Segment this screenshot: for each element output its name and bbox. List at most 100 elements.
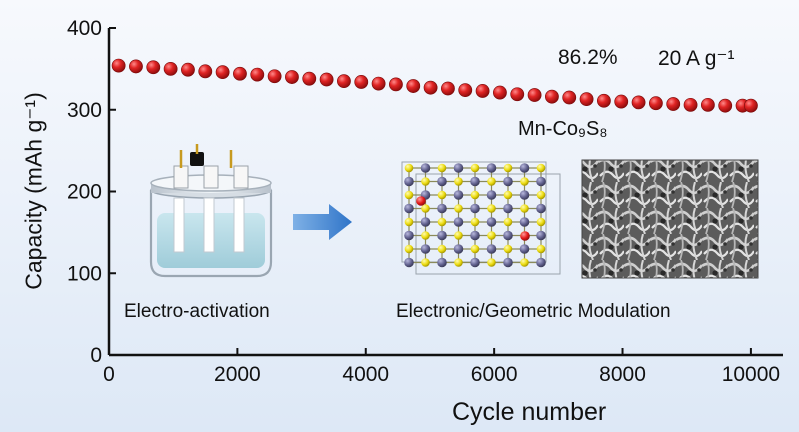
sulfur-atom — [437, 217, 447, 227]
manganese-atom — [520, 231, 530, 241]
sulfur-atom — [487, 258, 496, 267]
sulfur-atom — [470, 217, 480, 227]
data-point — [285, 70, 299, 84]
data-point — [666, 97, 681, 111]
cobalt-atom — [453, 163, 464, 173]
y-tick-label: 300 — [67, 99, 102, 122]
cobalt-atom — [420, 244, 431, 254]
cobalt-atom — [536, 176, 546, 187]
sulfur-atom — [520, 204, 529, 213]
cobalt-atom — [453, 190, 464, 200]
data-point — [744, 98, 758, 113]
sulfur-atom — [421, 204, 430, 213]
cobalt-atom — [536, 230, 546, 241]
cobalt-atom — [470, 230, 480, 241]
sulfur-atom — [454, 258, 463, 267]
sulfur-atom — [421, 258, 430, 267]
cobalt-atom — [519, 217, 530, 227]
material-label: Mn-Co₉S₈ — [518, 118, 608, 140]
cobalt-atom — [420, 163, 431, 173]
manganese-atom — [416, 196, 426, 206]
cobalt-atom — [486, 190, 497, 200]
sulfur-atom — [470, 190, 480, 200]
data-point — [198, 64, 213, 79]
crystal-structure-illustration — [401, 161, 561, 275]
sulfur-atom — [404, 217, 414, 227]
data-point — [250, 67, 265, 82]
data-point — [181, 62, 195, 77]
x-axis-label: Cycle number — [452, 398, 606, 427]
cobalt-atom — [437, 203, 447, 214]
cobalt-atom — [404, 203, 414, 214]
data-point — [597, 93, 611, 108]
cobalt-atom — [519, 190, 530, 200]
cobalt-atom — [420, 217, 431, 227]
x-tick-label: 6000 — [471, 363, 518, 386]
data-point — [718, 98, 733, 113]
data-point — [458, 83, 473, 98]
cobalt-atom — [486, 163, 497, 173]
sulfur-atom — [536, 244, 546, 254]
cobalt-atom — [486, 244, 497, 254]
data-point — [441, 81, 455, 96]
data-point — [129, 59, 143, 74]
data-point — [406, 79, 421, 93]
cobalt-atom — [470, 257, 480, 268]
sulfur-atom — [487, 204, 496, 213]
sulfur-atom — [520, 258, 529, 267]
sulfur-atom — [437, 190, 447, 200]
cobalt-atom — [453, 217, 464, 227]
data-point — [562, 90, 577, 105]
cobalt-atom — [503, 176, 513, 187]
sulfur-atom — [487, 231, 496, 240]
sulfur-atom — [404, 190, 414, 200]
cobalt-atom — [536, 257, 546, 268]
cobalt-atom — [519, 163, 530, 173]
cobalt-atom — [437, 230, 447, 241]
sulfur-atom — [536, 217, 546, 227]
data-point — [423, 80, 438, 95]
cobalt-atom — [404, 257, 414, 268]
data-point — [354, 75, 369, 89]
data-points — [111, 58, 758, 113]
sulfur-atom — [404, 244, 414, 254]
sulfur-atom — [437, 244, 447, 254]
cobalt-atom — [437, 257, 447, 268]
electro-activation-caption: Electro-activation — [124, 301, 270, 322]
x-tick-label: 10000 — [722, 363, 780, 386]
sulfur-atom — [421, 177, 430, 186]
cobalt-atom — [437, 176, 447, 187]
retention-annotation: 86.2% — [558, 46, 618, 69]
sulfur-atom — [536, 190, 546, 200]
data-point — [475, 84, 490, 98]
data-point — [579, 92, 594, 107]
modulation-caption: Electronic/Geometric Modulation — [396, 301, 671, 322]
data-point — [337, 74, 351, 89]
data-point — [146, 60, 161, 75]
current-density-annotation: 20 A g⁻¹ — [658, 47, 735, 70]
data-point — [389, 77, 403, 92]
cobalt-atom — [470, 203, 480, 214]
sulfur-atom — [454, 231, 463, 240]
y-axis-label-text: Capacity (mAh g⁻¹) — [20, 92, 47, 290]
sulfur-atom — [536, 163, 546, 173]
data-point — [319, 72, 334, 87]
sulfur-atom — [404, 163, 414, 173]
data-point — [510, 87, 525, 102]
cobalt-atom — [536, 203, 546, 214]
data-point — [233, 66, 247, 81]
sem-image — [581, 159, 759, 279]
data-point — [545, 89, 559, 104]
sulfur-atom — [454, 177, 463, 186]
process-arrow — [293, 204, 352, 240]
data-point — [215, 65, 230, 80]
sulfur-atom — [503, 244, 513, 254]
y-tick-label: 400 — [67, 17, 102, 40]
data-point — [111, 58, 126, 73]
x-tick-label: 8000 — [599, 363, 646, 386]
data-point — [700, 97, 715, 112]
sulfur-atom — [470, 244, 480, 254]
y-tick-label: 200 — [67, 181, 102, 204]
